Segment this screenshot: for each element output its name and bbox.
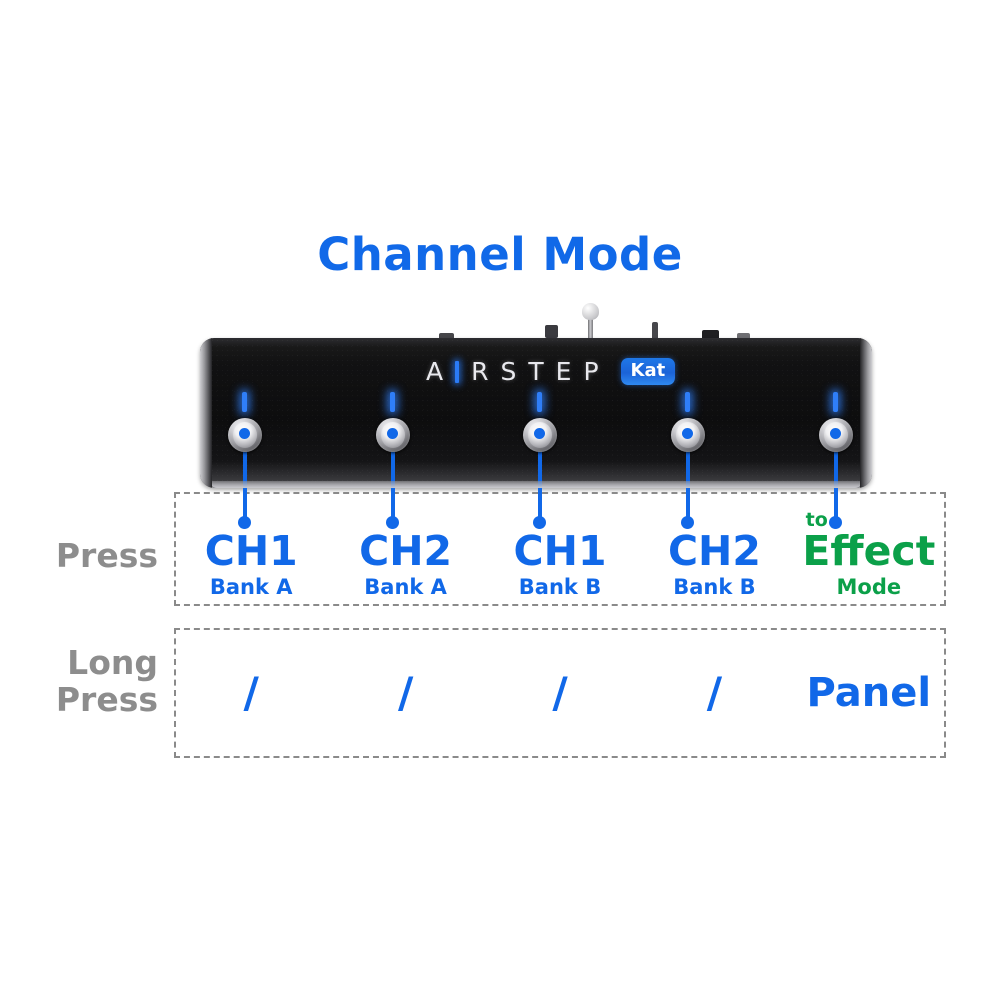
model-badge: Kat (620, 358, 676, 385)
press-row-box (174, 492, 946, 606)
device-right-endcap (860, 338, 872, 488)
long-press-cell-1-primary: / (243, 668, 259, 717)
long-press-cell-4: / (637, 628, 791, 758)
long-press-cell-2: / (328, 628, 482, 758)
press-cell-5-secondary: Mode (836, 575, 902, 599)
footswitch-3[interactable] (510, 338, 570, 488)
long-press-cell-1: / (174, 628, 328, 758)
long-press-cell-5-primary: Panel (806, 670, 932, 716)
rear-jack-2 (545, 325, 558, 338)
antenna-tip (582, 303, 599, 320)
press-cell-3-primary: CH1 (513, 527, 607, 575)
press-cell-5: to Effect Mode (792, 492, 946, 606)
press-cell-5-primary: Effect (802, 527, 936, 575)
brand-letter-p: P (583, 357, 599, 386)
leader-line-2 (391, 435, 395, 523)
footswitch-4-led-icon (685, 392, 690, 412)
footswitch-4-anchor-dot (682, 428, 693, 439)
antenna-icon (582, 303, 599, 343)
press-cell-3-secondary: Bank B (518, 575, 602, 599)
footswitch-1-led-icon (242, 392, 247, 412)
brand-letter-e: E (555, 357, 572, 386)
row-label-long-press-line2: Press (55, 679, 158, 719)
long-press-cell-4-primary: / (706, 668, 723, 717)
press-cell-2-secondary: Bank A (364, 575, 447, 599)
footswitch-2-anchor-dot (387, 428, 398, 439)
leader-dot-3 (533, 516, 546, 529)
press-cell-4-primary: CH2 (667, 527, 761, 575)
brand-letter-a: A (426, 357, 444, 386)
press-cell-1-primary: CH1 (204, 527, 298, 575)
footswitch-5-led-icon (833, 392, 838, 412)
footswitch-1-anchor-dot (239, 428, 250, 439)
press-row-cells: CH1 Bank A CH2 Bank A CH1 Bank B CH2 Ban… (174, 492, 946, 606)
footswitch-5[interactable] (806, 338, 866, 488)
leader-line-1 (243, 435, 247, 523)
leader-dot-2 (386, 516, 399, 529)
press-cell-4: CH2 Bank B (637, 492, 791, 606)
footswitch-4[interactable] (658, 338, 718, 488)
leader-dot-1 (238, 516, 251, 529)
footswitch-3-led-icon (537, 392, 542, 412)
long-press-row-cells: / / / / Panel (174, 628, 946, 758)
leader-line-4 (686, 435, 690, 523)
brand-logo: A R S T E P Kat (426, 357, 676, 386)
device-body: A R S T E P Kat (200, 338, 872, 488)
footswitch-1[interactable] (215, 338, 275, 488)
brand-letter-r: R (471, 357, 489, 386)
press-cell-2: CH2 Bank A (328, 492, 482, 606)
long-press-row-box (174, 628, 946, 758)
rear-jack-4 (702, 330, 719, 340)
device-left-endcap (200, 338, 212, 488)
press-cell-1: CH1 Bank A (174, 492, 328, 606)
long-press-cell-5: Panel (792, 628, 946, 758)
row-label-long-press-line1: Long (67, 643, 158, 682)
leader-line-3 (538, 435, 542, 523)
footswitch-5-anchor-dot (830, 428, 841, 439)
brand-letter-i-led-icon (455, 360, 460, 383)
row-label-long-press: Long Press (8, 643, 158, 719)
page-title: Channel Mode (317, 228, 683, 281)
airstep-device-illustration: A R S T E P Kat (200, 300, 872, 495)
press-cell-3: CH1 Bank B (483, 492, 637, 606)
antenna-stem (588, 317, 593, 343)
press-cell-2-primary: CH2 (359, 527, 453, 575)
long-press-cell-3: / (483, 628, 637, 758)
device-bottom-rail (210, 481, 862, 488)
rear-jack-3 (652, 322, 658, 340)
footswitch-2-led-icon (390, 392, 395, 412)
brand-letter-t: T (528, 357, 544, 386)
footswitch-3-anchor-dot (534, 428, 545, 439)
footswitch-2[interactable] (363, 338, 423, 488)
long-press-cell-3-primary: / (552, 668, 568, 717)
press-cell-5-prefix: to (805, 509, 828, 531)
rear-panel-connectors (200, 300, 872, 342)
leader-line-5 (834, 435, 838, 523)
brand-letter-s: S (500, 357, 517, 386)
footswitch-5-knob[interactable] (819, 418, 853, 452)
rear-jack-5 (737, 333, 750, 341)
rear-jack-1 (439, 333, 454, 342)
row-label-press: Press (55, 536, 158, 575)
leader-dot-4 (681, 516, 694, 529)
press-cell-1-secondary: Bank A (209, 575, 293, 599)
leader-dot-5 (829, 516, 842, 529)
press-cell-4-secondary: Bank B (673, 575, 756, 599)
long-press-cell-2-primary: / (397, 668, 414, 717)
